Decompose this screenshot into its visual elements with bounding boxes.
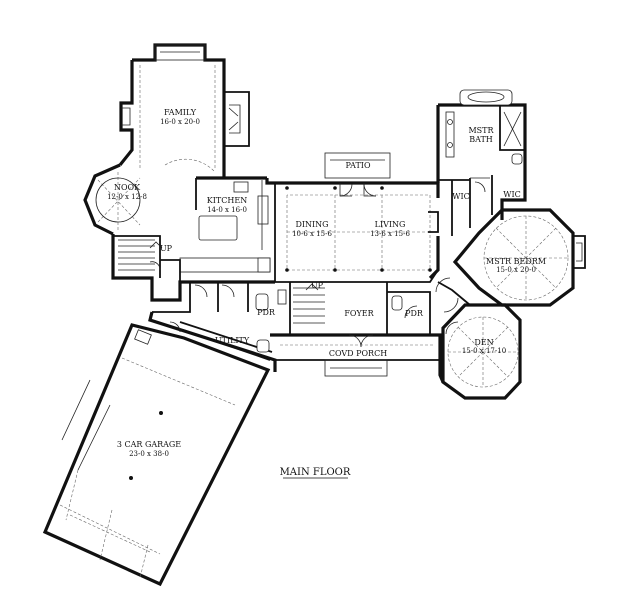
room-label-garage: 3 CAR GARAGE bbox=[117, 440, 181, 449]
great-room-walls bbox=[265, 152, 440, 283]
room-label-mstr-bedrm: MSTR BEDRM bbox=[486, 257, 546, 266]
kitchen-walls bbox=[164, 158, 271, 273]
stair-label-up-left: UP bbox=[160, 244, 173, 253]
room-label-family: FAMILY bbox=[164, 108, 197, 117]
family-room-walls bbox=[118, 43, 250, 178]
room-label-patio: PATIO bbox=[345, 161, 370, 170]
master-bedroom-walls bbox=[452, 208, 586, 307]
room-dims-nook: 12-0 x 12-8 bbox=[107, 193, 147, 201]
room-label-living: LIVING bbox=[375, 220, 406, 229]
garage-walls bbox=[42, 323, 271, 587]
nook-walls bbox=[83, 163, 141, 236]
stair-label-up-center: UP bbox=[311, 281, 324, 290]
left-core-walls bbox=[111, 234, 287, 313]
plan-title: MAIN FLOOR bbox=[280, 467, 351, 478]
room-label-dining: DINING bbox=[295, 220, 328, 229]
room-label-kitchen: KITCHEN bbox=[207, 196, 247, 205]
room-dims-dining: 10-6 x 15-6 bbox=[292, 230, 332, 238]
room-label-den: DEN bbox=[474, 338, 493, 347]
room-label-mstr-bath-line1: MSTR bbox=[468, 126, 494, 135]
room-dims-den: 15-0 x 17-10 bbox=[462, 347, 506, 355]
room-dims-kitchen: 14-0 x 16-0 bbox=[207, 206, 247, 214]
room-dims-family: 16-0 x 20-0 bbox=[160, 118, 200, 126]
room-label-covd-porch: COVD PORCH bbox=[329, 349, 387, 358]
room-label-wic-right: WIC bbox=[503, 190, 521, 199]
foyer-walls bbox=[270, 282, 445, 383]
den-walls bbox=[435, 277, 522, 400]
room-label-mstr-bath-line2: BATH bbox=[469, 135, 493, 144]
room-dims-living: 13-6 x 15-6 bbox=[370, 230, 410, 238]
room-dims-garage: 23-0 x 38-0 bbox=[129, 450, 169, 458]
room-label-nook: NOOK bbox=[114, 183, 141, 192]
room-label-foyer: FOYER bbox=[344, 309, 374, 318]
utility-walls bbox=[148, 311, 277, 372]
room-label-wic-left: WIC bbox=[452, 192, 470, 201]
room-label-pdr-left: PDR bbox=[257, 308, 276, 317]
room-dims-mstr-bedrm: 15-0 x 20-0 bbox=[496, 266, 536, 274]
room-label-pdr-right: PDR bbox=[405, 309, 424, 318]
master-suite-walls bbox=[436, 89, 527, 236]
room-label-utility: UTILITY bbox=[215, 336, 250, 345]
